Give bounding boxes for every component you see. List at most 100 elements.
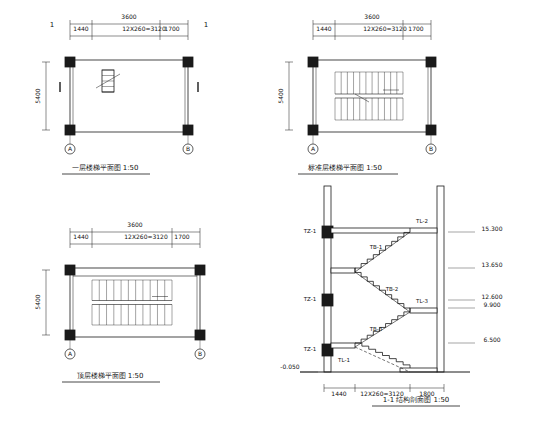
tread [372,72,373,94]
axis-bubble [65,349,75,359]
tread [92,280,93,301]
dimension-text: A [311,146,315,152]
tread [341,72,342,94]
dimension-text: 15.300 [482,226,503,232]
flight-soffit [355,232,410,272]
tread [135,305,136,326]
railing [92,300,172,301]
tread [113,280,114,301]
dimension-tick [285,130,293,131]
dimension-text: B [198,351,202,357]
landing [331,268,355,273]
column [65,330,75,340]
tread [99,280,100,301]
axis-line [200,340,201,349]
stair-flight [355,308,410,343]
axis-bubble [195,349,205,359]
dimension-text: 1700 [408,26,423,32]
dimension-tick [172,228,173,248]
dimension-text: 9.900 [483,302,500,308]
dimension-text: 1700 [164,26,179,32]
dimension-text: 13.650 [482,262,503,268]
wall-line [316,64,317,128]
tread [128,280,129,301]
tread [102,92,114,93]
dimension-tick [42,270,50,271]
break-line [355,94,369,102]
view-title: 标准层楼梯平面图 1:50 [308,165,382,172]
column [65,265,75,275]
tread [403,72,404,94]
dimension-text: A [68,351,72,357]
dimension-text: 1700 [174,234,189,240]
dimension-line [289,62,290,130]
axis-bubble [65,144,75,154]
slab [331,228,437,233]
section-mark [197,82,198,92]
tread [365,72,366,94]
dimension-tick [324,384,325,392]
tread [359,98,360,120]
section-mark [59,82,60,92]
railing [335,98,403,99]
dimension-text: TB-3 [370,327,383,333]
tread [113,305,114,326]
dimension-text: 3600 [127,222,142,228]
tread [353,98,354,120]
tread [150,305,151,326]
flight-edge [335,120,403,121]
wall-line [185,64,186,128]
tread [335,72,336,94]
dimension-tick [92,20,93,40]
break-line [96,74,120,88]
dimension-text: TL-1 [338,358,350,364]
tread [102,86,114,87]
column [426,125,436,135]
axis-line [188,135,189,144]
dimension-tick [42,62,50,63]
ground-line [300,372,470,373]
elevation-leader [448,308,475,309]
walk-arrow [383,90,399,91]
axis-line [70,135,71,144]
column [308,57,318,67]
dimension-text: 12X260=3120 [122,26,166,32]
flight-edge [92,280,172,281]
tread [172,305,173,326]
tread [390,72,391,94]
tread [347,72,348,94]
dimension-text: 12X260=3120 [363,26,407,32]
view-title: 顶层楼梯平面图 1:50 [77,373,144,380]
dimension-text: 1440 [73,234,88,240]
flight-soffit [355,272,410,312]
tread [172,280,173,301]
tread [365,98,366,120]
tread [121,280,122,301]
tread [353,72,354,94]
dimension-line [70,36,188,37]
dimension-tick [431,20,432,40]
tread [142,280,143,301]
tread [150,280,151,301]
tread [99,305,100,326]
tread [378,72,379,94]
dimension-text: TB-1 [370,245,383,251]
tread [121,305,122,326]
dimension-tick [92,228,93,248]
wall-line [73,272,74,333]
elevation-leader [300,372,318,373]
column [195,265,205,275]
dimension-text: 5400 [278,88,284,103]
tread [106,305,107,326]
column [308,125,318,135]
tread [164,280,165,301]
tread [396,72,397,94]
wall-line [197,272,198,333]
title-underline [372,406,460,407]
tread [341,98,342,120]
dimension-text: TZ-1 [304,297,317,303]
dimension-text: TB-2 [386,287,399,293]
dimension-line [46,62,47,130]
railing [335,94,403,95]
column [65,125,75,135]
